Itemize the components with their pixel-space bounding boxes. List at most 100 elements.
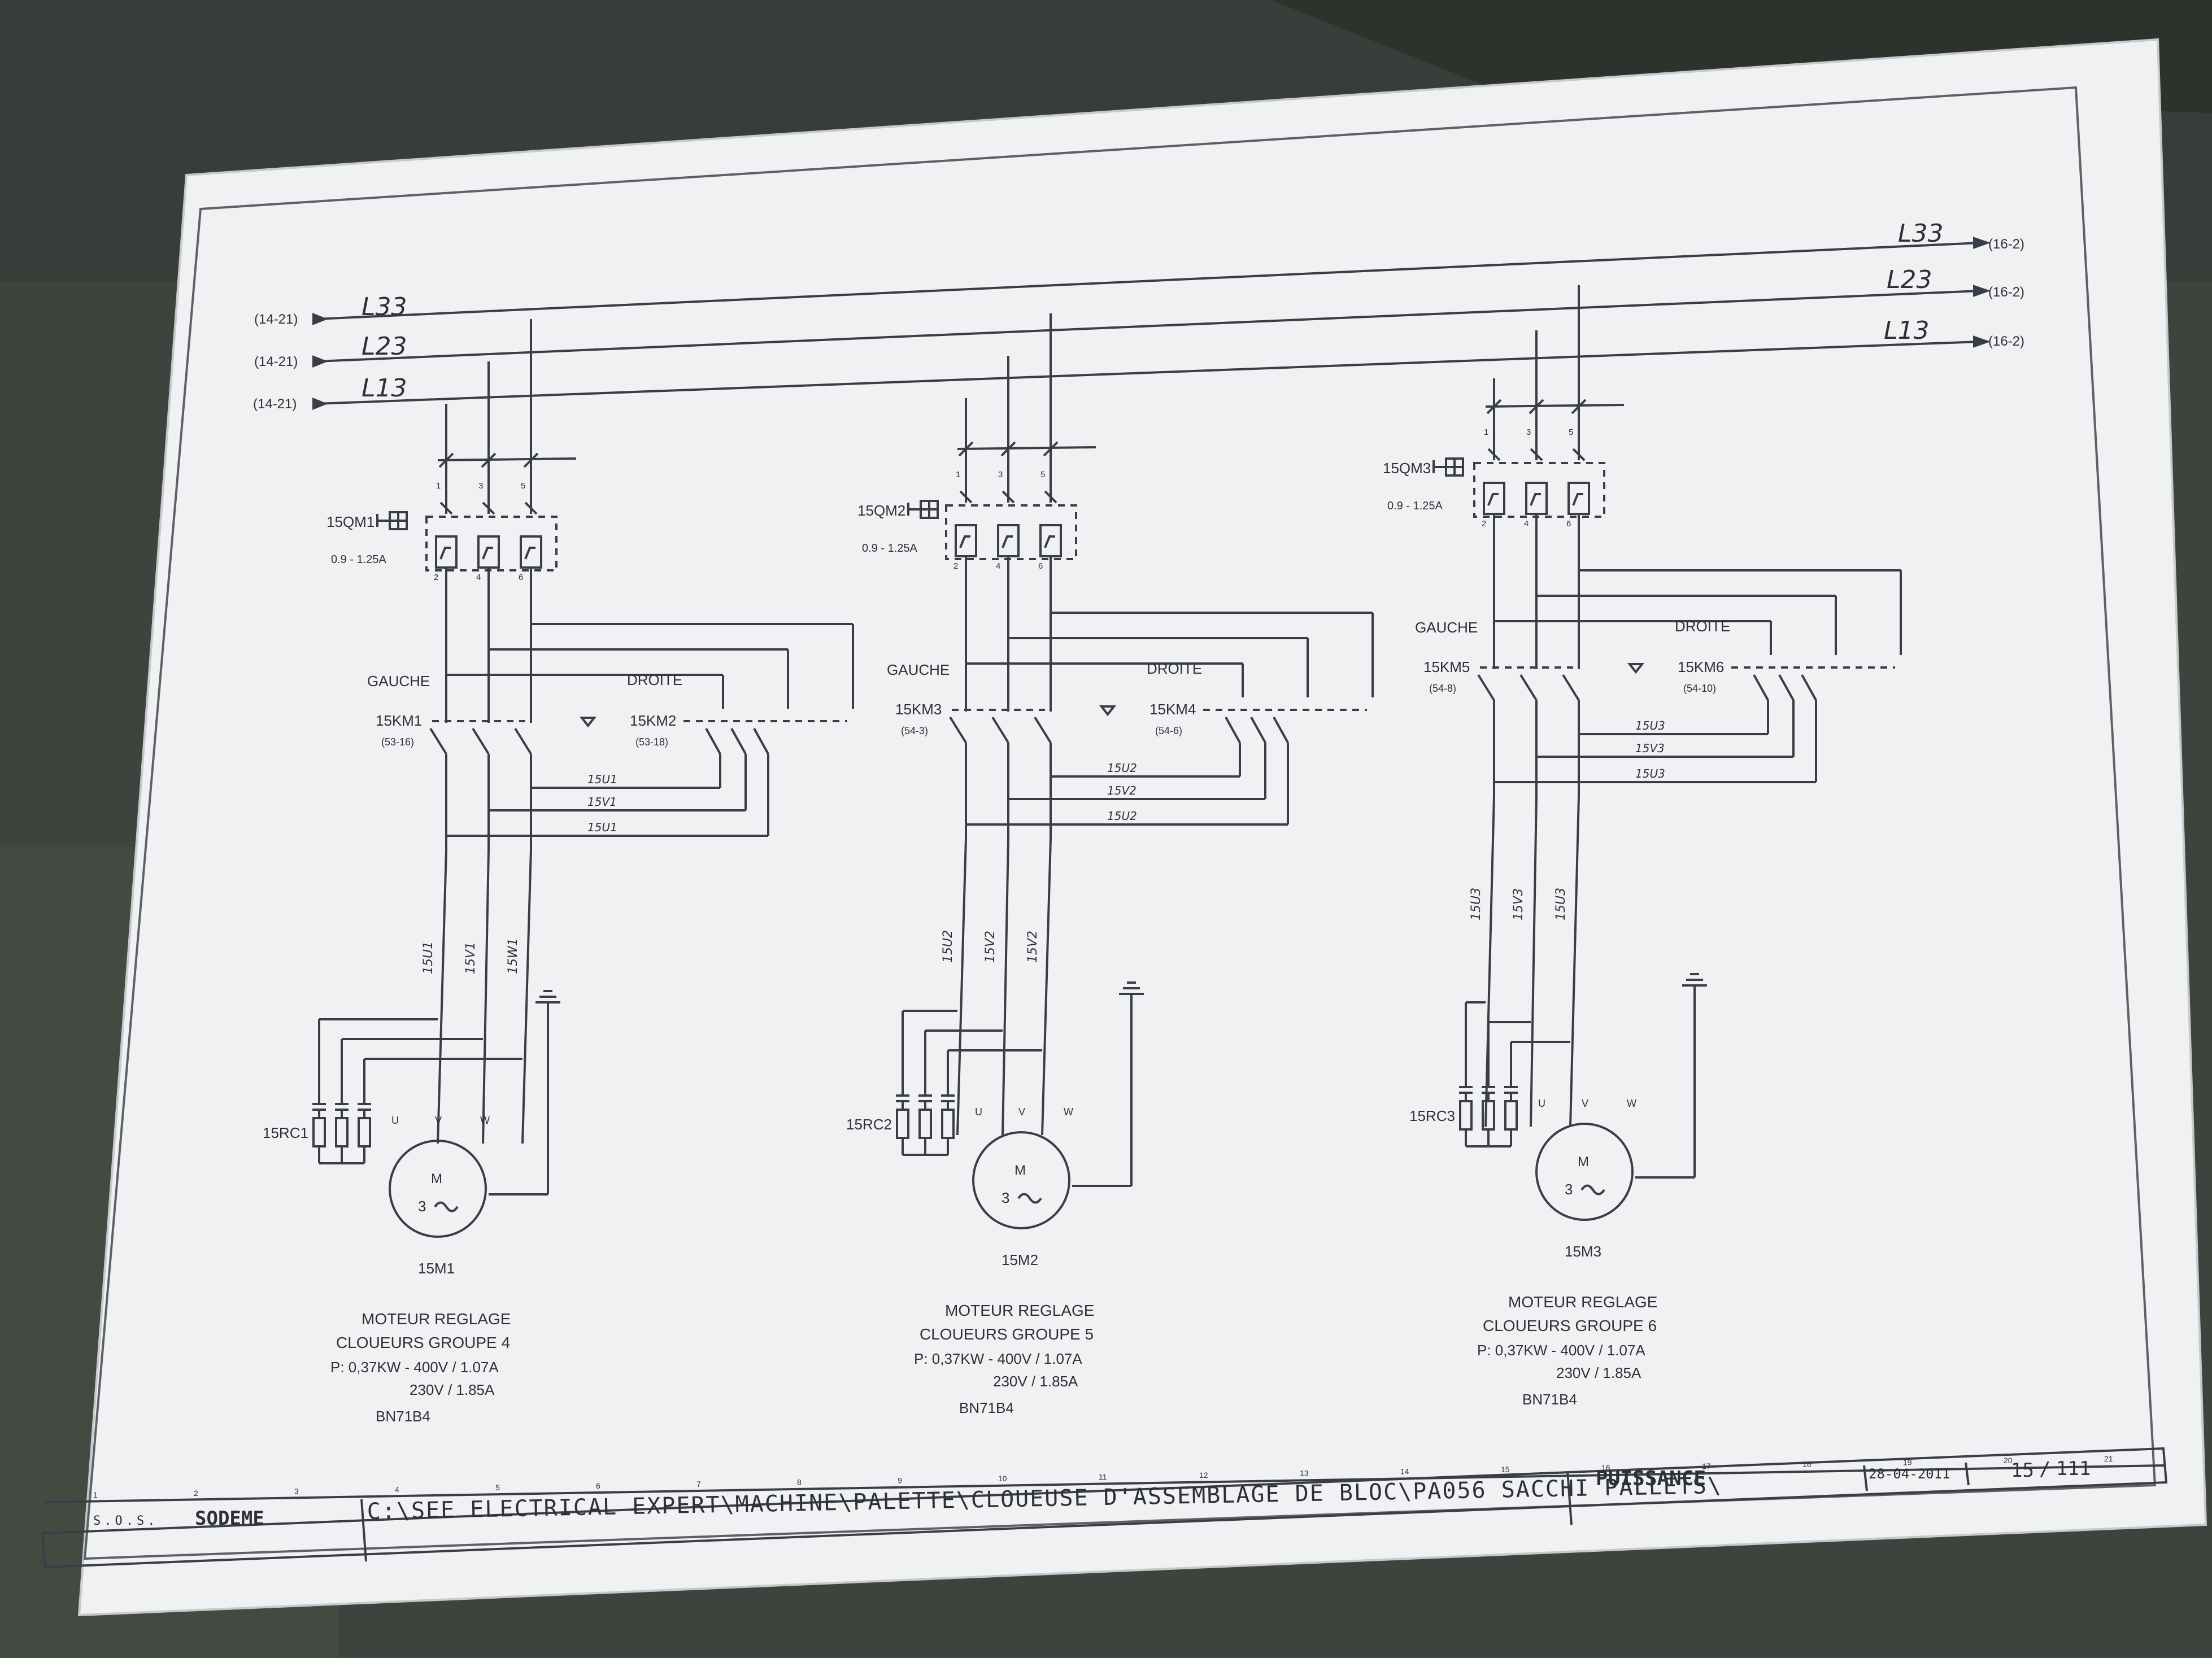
- isolator-mark: [1571, 399, 1587, 415]
- column-number: 20: [2004, 1456, 2013, 1465]
- right-contactor-label: 15KM6: [1678, 658, 1724, 675]
- contactor-contact: [1801, 674, 1817, 701]
- switch-contact: [482, 501, 495, 515]
- motor-group: CLOUEURS GROUPE 6: [1483, 1317, 1657, 1334]
- section-title: PUISSANCE: [1596, 1467, 1706, 1490]
- isolator-mark: [481, 452, 497, 468]
- wire-label: 15U1: [587, 773, 617, 786]
- bus-label-l13: L13: [362, 374, 407, 403]
- contactor-contact: [1519, 674, 1538, 701]
- terminal-number: 6: [519, 573, 523, 582]
- motor-icon: [972, 1131, 1070, 1229]
- incoming-ref: (14-21): [254, 354, 298, 369]
- motor-power: P: 0,37KW - 400V / 1.07A: [330, 1359, 499, 1376]
- terminal-number: 2: [1482, 519, 1486, 529]
- interlock-icon: [579, 717, 597, 728]
- vertical-wire-label: 15V1: [464, 942, 478, 974]
- isolator-mark: [1000, 441, 1016, 457]
- page-separator: /: [2039, 1458, 2050, 1481]
- contactor-contact: [1753, 674, 1769, 701]
- company-name: SODEME: [195, 1507, 264, 1530]
- title-block: [41, 1447, 2168, 1569]
- vertical-wire-label: 15V2: [1026, 931, 1040, 963]
- breaker-range: 0.9 - 1.25A: [862, 542, 918, 555]
- motor-power: P: 0,37KW - 400V / 1.07A: [914, 1350, 1082, 1367]
- contactor-contact: [1034, 716, 1052, 744]
- motor-power-230: 230V / 1.85A: [993, 1373, 1078, 1390]
- column-number: 17: [1702, 1461, 1711, 1471]
- switch-contact: [959, 490, 973, 504]
- terminal-number: 3: [998, 470, 1003, 479]
- schematic-content: [41, 237, 2168, 1569]
- bus-label-l23: L23: [362, 332, 407, 361]
- motor-feed-wire: [1530, 796, 1538, 1127]
- contactor-contact: [991, 716, 1009, 744]
- left-contactor-ref: (53-16): [381, 736, 414, 748]
- right-contactor-ref: (54-6): [1155, 725, 1182, 736]
- column-number: 6: [596, 1481, 600, 1490]
- breaker-range: 0.9 - 1.25A: [331, 553, 387, 566]
- motor-feed-wire: [956, 838, 967, 1136]
- motor-id: 15M3: [1565, 1243, 1601, 1260]
- wire-label: 15U3: [1635, 767, 1665, 780]
- left-contactor-ref: (54-8): [1429, 683, 1456, 694]
- thermal-element: [439, 547, 451, 560]
- terminal-number: 1: [436, 481, 441, 491]
- column-number: 7: [696, 1480, 701, 1489]
- contactor-contact: [753, 728, 769, 754]
- motor-model: BN71B4: [959, 1399, 1014, 1416]
- motor-feed-wire: [1484, 796, 1495, 1127]
- arrow-in-icon: [312, 313, 328, 325]
- interlock-icon: [1099, 705, 1117, 717]
- contactor-contact: [429, 727, 447, 755]
- contactor-contact: [730, 728, 747, 754]
- direction-label-left: GAUCHE: [887, 661, 950, 678]
- column-number: 8: [797, 1478, 802, 1487]
- direction-label-right: DROITE: [627, 671, 682, 688]
- terminal-number: 5: [1040, 470, 1045, 479]
- direction-label-right: DROITE: [1675, 618, 1730, 635]
- terminal-w: W: [1064, 1106, 1073, 1118]
- wire-label: 15V3: [1635, 741, 1665, 755]
- motor-phase: 3: [1002, 1189, 1009, 1206]
- thermal-element: [1002, 535, 1013, 548]
- terminal-w: W: [1627, 1098, 1636, 1109]
- switch-contact: [1002, 490, 1015, 504]
- breaker-housing: [945, 504, 1077, 560]
- thermal-element: [482, 547, 493, 560]
- power-bus: [312, 237, 1991, 410]
- terminal-u: U: [1538, 1098, 1545, 1109]
- terminal-number: 2: [434, 573, 438, 582]
- motor-icon: [1535, 1123, 1634, 1221]
- motor-model: BN71B4: [1522, 1391, 1577, 1408]
- isolator-mark: [523, 452, 539, 468]
- breaker-housing: [425, 516, 558, 571]
- terminal-number: 4: [996, 561, 1000, 571]
- column-number: 13: [1300, 1469, 1309, 1478]
- motor-icon: [389, 1140, 487, 1238]
- isolator-mark: [438, 452, 454, 468]
- isolator-mark: [1529, 399, 1544, 415]
- motor-feed-wire: [1041, 838, 1052, 1136]
- column-number: 11: [1099, 1472, 1107, 1481]
- bus-label-l33: L33: [1898, 219, 1944, 248]
- contactor-contact: [1477, 674, 1495, 701]
- isolator-bar: [1485, 404, 1625, 408]
- column-number: 21: [2104, 1454, 2113, 1463]
- column-number: 3: [294, 1487, 299, 1496]
- motor-power: P: 0,37KW - 400V / 1.07A: [1477, 1342, 1645, 1359]
- right-contactor-ref: (54-10): [1683, 683, 1716, 694]
- column-number: 2: [194, 1489, 198, 1498]
- arrow-in-icon: [312, 355, 328, 368]
- thermal-element: [1530, 493, 1541, 506]
- contactor-contact: [1250, 717, 1266, 743]
- bus-label-l13: L13: [1884, 316, 1930, 345]
- ac-wave-icon: [434, 1201, 459, 1212]
- left-contactor-ref: (54-3): [901, 725, 928, 736]
- breaker-label: 15QM1: [326, 513, 375, 530]
- right-contactor-label: 15KM2: [630, 712, 676, 729]
- motor-power-230: 230V / 1.85A: [410, 1381, 495, 1398]
- left-contactor-label: 15KM3: [895, 701, 942, 718]
- thermal-element: [1572, 493, 1583, 506]
- wire-label: 15U2: [1107, 761, 1137, 775]
